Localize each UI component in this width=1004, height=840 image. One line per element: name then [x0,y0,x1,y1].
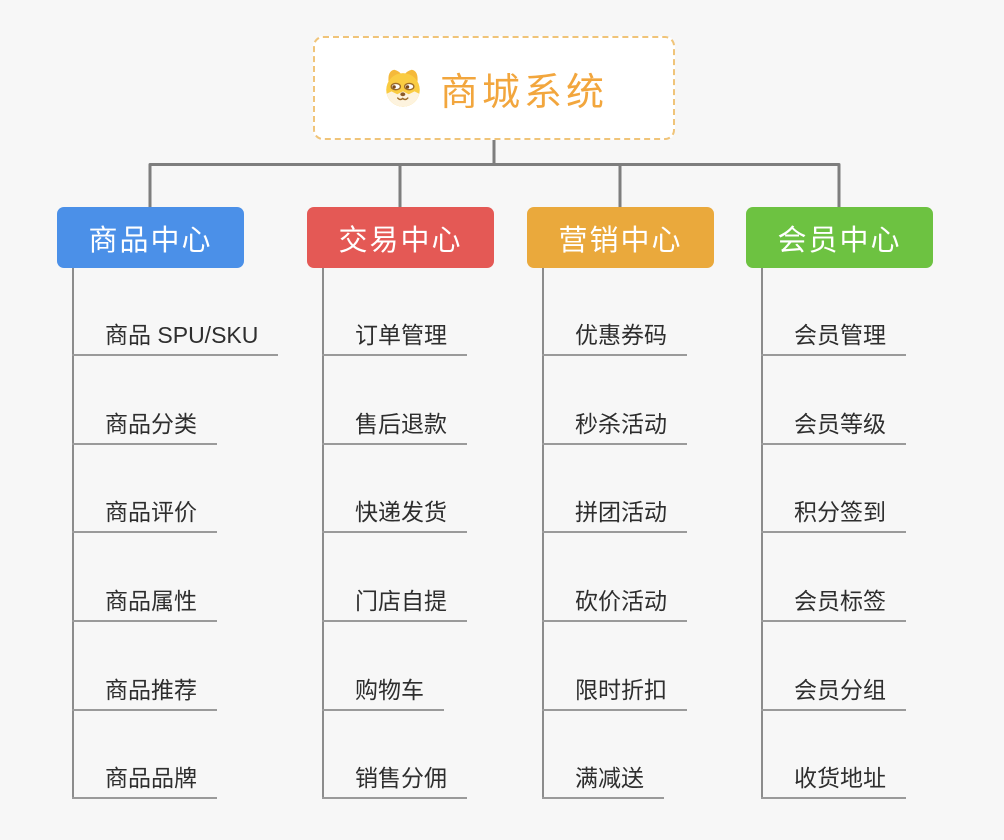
child-topic[interactable]: 商品分类 [72,409,217,445]
child-topic[interactable]: 快递发货 [322,497,467,533]
child-topic[interactable]: 购物车 [322,675,444,711]
child-topic[interactable]: 收货地址 [761,763,906,799]
branch-header-label: 交易中心 [338,224,463,257]
branch-vertical-line [761,268,763,799]
root-node[interactable]: 商城系统 [313,36,675,140]
child-topic[interactable]: 砍价活动 [542,586,687,622]
child-topic[interactable]: 商品品牌 [72,763,217,799]
child-topic[interactable]: 商品评价 [72,497,217,533]
child-topic[interactable]: 商品推荐 [72,675,217,711]
root-title: 商城系统 [439,71,608,114]
branch-children-member-center: 会员管理 会员等级 积分签到 会员标签 会员分组 收货地址 [761,268,1001,799]
child-topic[interactable]: 会员等级 [761,409,906,445]
child-topic[interactable]: 订单管理 [322,320,467,356]
branch-children-trade-center: 订单管理 售后退款 快递发货 门店自提 购物车 销售分佣 [322,268,562,799]
child-topic[interactable]: 门店自提 [322,586,467,622]
child-topic[interactable]: 会员标签 [761,586,906,622]
branch-header-label: 营销中心 [558,224,683,257]
child-topic[interactable]: 会员管理 [761,320,906,356]
branch-header-label: 会员中心 [777,224,902,257]
child-topic[interactable]: 商品属性 [72,586,217,622]
branch-header-marketing-center[interactable]: 营销中心 [527,207,714,268]
branch-header-member-center[interactable]: 会员中心 [746,207,933,268]
branch-vertical-line [542,268,544,799]
child-topic[interactable]: 商品 SPU/SKU [72,320,279,356]
branch-vertical-line [72,268,74,799]
child-topic[interactable]: 限时折扣 [542,675,687,711]
branch-vertical-line [322,268,324,799]
branch-header-product-center[interactable]: 商品中心 [57,207,244,268]
child-topic[interactable]: 秒杀活动 [542,409,687,445]
child-topic[interactable]: 满减送 [542,763,664,799]
child-topic[interactable]: 拼团活动 [542,497,687,533]
child-topic[interactable]: 售后退款 [322,409,467,445]
branch-children-marketing-center: 优惠券码 秒杀活动 拼团活动 砍价活动 限时折扣 满减送 [542,268,782,799]
branch-header-trade-center[interactable]: 交易中心 [307,207,494,268]
child-topic[interactable]: 积分签到 [761,497,906,533]
branch-children-product-center: 商品 SPU/SKU 商品分类 商品评价 商品属性 商品推荐 商品品牌 [72,268,312,799]
branch-header-label: 商品中心 [88,224,213,257]
child-topic[interactable]: 销售分佣 [322,763,467,799]
shiba-dog-icon [386,69,420,107]
child-topic[interactable]: 优惠券码 [542,320,687,356]
child-topic[interactable]: 会员分组 [761,675,906,711]
